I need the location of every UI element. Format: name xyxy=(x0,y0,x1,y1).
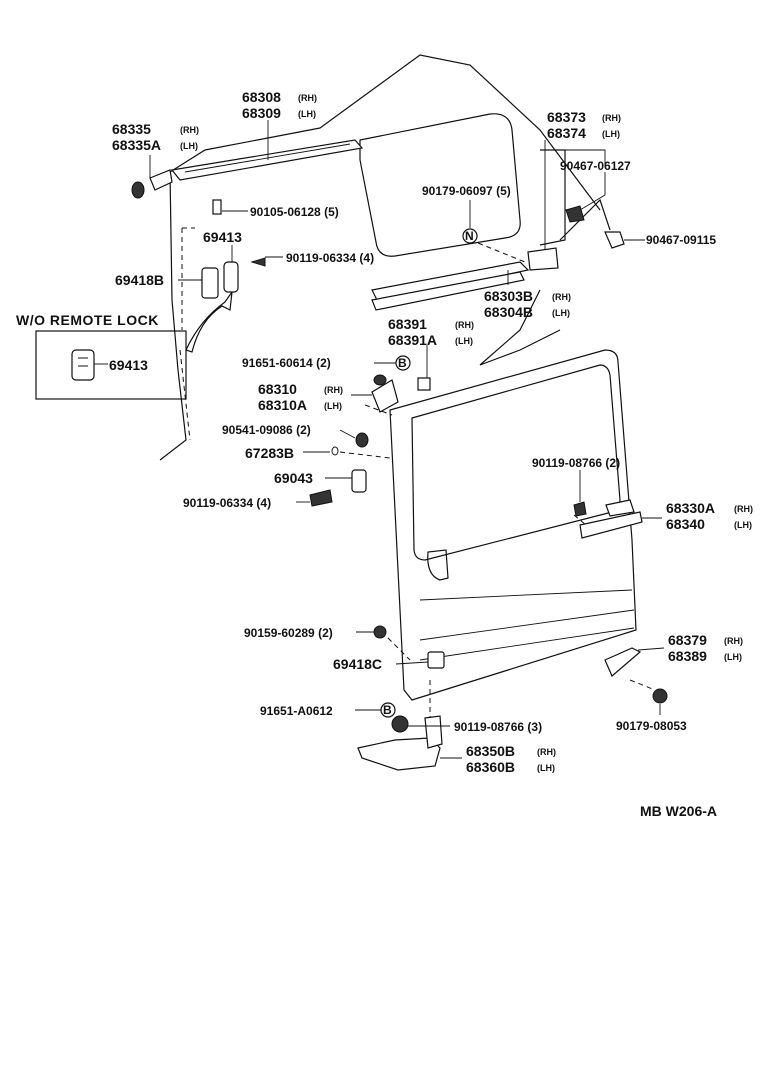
label-68360B: 68360B xyxy=(466,759,515,775)
label-69413-top: 69413 xyxy=(203,229,242,245)
label-68340: 68340 xyxy=(666,516,705,532)
alignment-lines xyxy=(179,227,656,740)
label-68310: 68310 xyxy=(258,381,297,397)
label-90467-09115: 90467-09115 xyxy=(646,233,716,247)
label-68350B-side: (RH) xyxy=(537,747,556,757)
lower-rail xyxy=(371,247,559,311)
part-labels: 68308 (RH) 68309 (LH) 68335 (RH) 68335A … xyxy=(112,89,753,775)
label-90179-08053: 90179-08053 xyxy=(616,719,687,733)
label-68330A: 68330A xyxy=(666,500,715,516)
circle-markers: N B B xyxy=(380,228,478,718)
marker-n: N xyxy=(465,229,474,243)
label-68303B: 68303B xyxy=(484,288,533,304)
label-68373-side: (RH) xyxy=(602,113,621,123)
label-68310A-side: (LH) xyxy=(324,401,342,411)
leader-lines xyxy=(149,120,665,759)
sliding-door xyxy=(389,349,637,701)
label-68391A-side: (LH) xyxy=(455,336,473,346)
label-68335: 68335 xyxy=(112,121,151,137)
label-68391-side: (RH) xyxy=(455,320,474,330)
label-90541-09086: 90541-09086 (2) xyxy=(222,423,311,437)
inset-title: W/O REMOTE LOCK xyxy=(16,312,159,328)
small-parts xyxy=(185,199,668,771)
label-68310-side: (RH) xyxy=(324,385,343,395)
label-68309-side: (LH) xyxy=(298,109,316,119)
label-91651-60614: 91651-60614 (2) xyxy=(242,356,331,370)
label-68391: 68391 xyxy=(388,316,427,332)
label-90159-60289: 90159-60289 (2) xyxy=(244,626,333,640)
label-68308: 68308 xyxy=(242,89,281,105)
label-68374: 68374 xyxy=(547,125,586,141)
label-90119-08766-3: 90119-08766 (3) xyxy=(454,720,542,734)
vehicle-body-outline xyxy=(159,54,611,461)
label-68373: 68373 xyxy=(547,109,586,125)
label-68304B: 68304B xyxy=(484,304,533,320)
label-90119-06334-bot: 90119-06334 (4) xyxy=(183,496,271,510)
label-68340-side: (LH) xyxy=(734,520,752,530)
label-68335A: 68335A xyxy=(112,137,161,153)
inset-part-label: 69413 xyxy=(109,357,148,373)
label-69043: 69043 xyxy=(274,470,313,486)
label-90105-06128: 90105-06128 (5) xyxy=(250,205,339,219)
label-68330A-side: (RH) xyxy=(734,504,753,514)
label-68374-side: (LH) xyxy=(602,129,620,139)
upper-rail xyxy=(131,139,364,199)
label-68391A: 68391A xyxy=(388,332,437,348)
label-90179-06097: 90179-06097 (5) xyxy=(422,184,511,198)
label-90467-06127: 90467-06127 xyxy=(560,159,631,173)
label-68360B-side: (LH) xyxy=(537,763,555,773)
label-91651-A0612: 91651-A0612 xyxy=(260,704,333,718)
label-68379-side: (RH) xyxy=(724,636,743,646)
label-68379: 68379 xyxy=(668,632,707,648)
label-68335-side: (RH) xyxy=(180,125,199,135)
inset-box: W/O REMOTE LOCK 69413 xyxy=(16,312,187,400)
label-68304B-side: (LH) xyxy=(552,308,570,318)
diagram-code: MB W206-A xyxy=(640,803,717,819)
label-68309: 68309 xyxy=(242,105,281,121)
marker-b-lower: B xyxy=(383,703,392,717)
label-90119-06334-top: 90119-06334 (4) xyxy=(286,251,374,265)
label-68310A: 68310A xyxy=(258,397,307,413)
label-68350B: 68350B xyxy=(466,743,515,759)
label-90119-08766-2: 90119-08766 (2) xyxy=(532,456,620,470)
label-68389-side: (LH) xyxy=(724,652,742,662)
label-69418C: 69418C xyxy=(333,656,382,672)
label-67283B: 67283B xyxy=(245,445,294,461)
marker-b-upper: B xyxy=(398,356,407,370)
label-69418B: 69418B xyxy=(115,272,164,288)
label-68303B-side: (RH) xyxy=(552,292,571,302)
label-68308-side: (RH) xyxy=(298,93,317,103)
label-68389: 68389 xyxy=(668,648,707,664)
label-68335A-side: (LH) xyxy=(180,141,198,151)
